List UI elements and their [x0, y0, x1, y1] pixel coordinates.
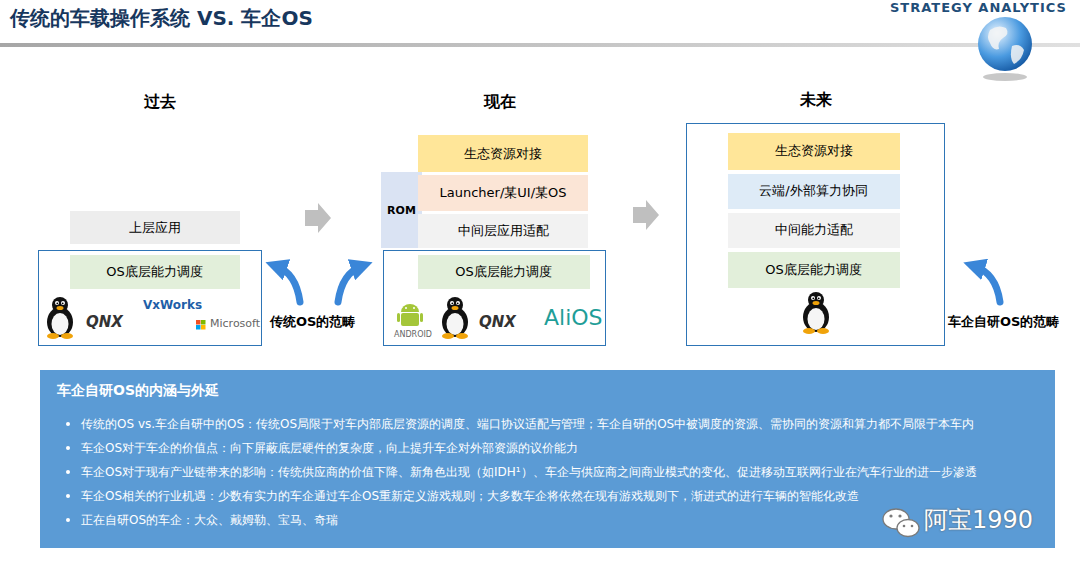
box-label: Launcher/某UI/某OS [439, 184, 566, 202]
os-scope-box: 未来生态资源对接云端/外部算力协同中间能力适配OS底层能力调度 [686, 123, 945, 346]
microsoft-square [196, 325, 201, 330]
wechat-bubble [883, 509, 909, 529]
layer-box: OS底层能力调度 [728, 252, 900, 288]
android-eye [413, 307, 415, 309]
box-label: 云端/外部算力协同 [759, 182, 867, 200]
layer-box: 生态资源对接 [728, 133, 900, 170]
bullet-text: 车企OS对于车企的价值点：向下屏蔽底层硬件的复杂度，向上提升车企对外部资源的议价… [57, 436, 1038, 460]
android-head [401, 304, 419, 312]
bullet-text: 传统的OS vs.车企自研中的OS：传统OS局限于对车内部底层资源的调度、端口协… [57, 412, 1038, 436]
logo-text: QNX [86, 313, 123, 331]
logo-text: AliOS [544, 305, 603, 331]
title-rule [0, 43, 1080, 47]
scope-label: 车企自研OS的范畴 [948, 314, 1059, 330]
layer-box: 中间能力适配 [728, 213, 900, 248]
panel-heading: 车企自研OS的内涵与外延 [57, 382, 1038, 400]
block-arrow [305, 203, 331, 233]
box-label: 生态资源对接 [775, 142, 853, 160]
os-scope-box: QNX VxWorksMicrosoft OS底层能力调度 [38, 250, 262, 346]
microsoft-square [201, 325, 206, 330]
curved-arrow [276, 266, 300, 302]
layer-box: 上层应用 [70, 211, 240, 244]
microsoft-square [196, 320, 201, 325]
android-body [401, 313, 419, 326]
summary-panel: 车企自研OS的内涵与外延传统的OS vs.车企自研中的OS：传统OS局限于对车内… [40, 370, 1055, 548]
layer-box: OS底层能力调度 [70, 255, 240, 289]
layer-box: 中间层应用适配 [418, 214, 588, 248]
box-label: OS底层能力调度 [106, 263, 202, 281]
layer-box: Launcher/某UI/某OS [418, 175, 588, 211]
bullet-dot [66, 518, 70, 522]
bullet-dot [66, 422, 70, 426]
brand-name: STRATEGY ANALYTICS [890, 0, 1067, 16]
column-heading: 现在 [450, 92, 550, 111]
curved-arrow [974, 266, 1000, 302]
penguin-logo [47, 297, 73, 339]
bullet-text: 车企OS相关的行业机遇：少数有实力的车企通过车企OS重新定义游戏规则；大多数车企… [57, 484, 1038, 508]
box-label: ROM [387, 204, 416, 217]
logo-text: QNX [479, 313, 516, 331]
globe-continent [1011, 45, 1024, 64]
bullet-dot [66, 446, 70, 450]
penguin-logo [803, 292, 829, 334]
wechat-bubble [897, 520, 919, 537]
layer-box: 生态资源对接 [418, 135, 588, 172]
logo-text: Microsoft [210, 317, 260, 330]
column-heading: 过去 [110, 92, 210, 111]
wechat-eye [898, 514, 901, 517]
microsoft-square [201, 320, 206, 325]
bullet-text: 正在自研OS的车企：大众、戴姆勒、宝马、奇瑞 [57, 508, 1038, 532]
android-arm [397, 313, 400, 322]
penguin-logo [442, 297, 468, 339]
android-arm [420, 313, 423, 322]
box-label: 中间能力适配 [775, 221, 853, 239]
page-title: 传统的车载操作系统 VS. 车企OS [10, 6, 313, 30]
block-arrow [633, 200, 659, 230]
column-heading: 未来 [687, 90, 944, 109]
bullet-text: 车企OS对于现有产业链带来的影响：传统供应商的价值下降、新角色出现（如IDH¹）… [57, 460, 1038, 484]
layer-box: 云端/外部算力协同 [728, 174, 900, 209]
box-label: 中间层应用适配 [458, 222, 549, 240]
wechat-eye [889, 514, 892, 517]
globe-shadow [983, 73, 1027, 81]
globe-continent [988, 26, 1007, 49]
wechat-eye [903, 525, 906, 528]
layer-box: OS底层能力调度 [418, 255, 590, 289]
box-label: 上层应用 [129, 219, 181, 237]
bullet-dot [66, 470, 70, 474]
globe [978, 17, 1032, 71]
curved-arrow [338, 266, 362, 302]
android-eye [405, 307, 407, 309]
logo-text: VxWorks [143, 298, 202, 312]
bullet-dot [66, 494, 70, 498]
logo-text: ANDROID [394, 330, 432, 340]
watermark: 阿宝1990 [924, 506, 1033, 535]
box-label: OS底层能力调度 [765, 261, 861, 279]
box-label: 生态资源对接 [464, 145, 542, 163]
box-label: OS底层能力调度 [455, 263, 551, 281]
wechat-eye [911, 525, 914, 528]
rom-band: ROM [381, 172, 422, 248]
scope-label: 传统OS的范畴 [270, 314, 355, 330]
os-scope-box: ANDROID QNX AliOS OS底层能力调度 [383, 250, 606, 346]
